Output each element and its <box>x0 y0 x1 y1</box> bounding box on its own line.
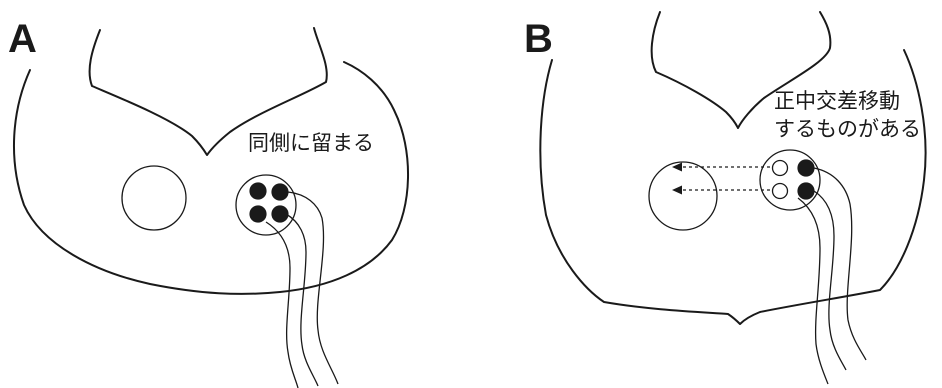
panel-a-neuron-dot <box>250 183 266 199</box>
panel-b-neuron-dot <box>798 183 814 199</box>
panel-b-migrated-neuron-outline <box>773 184 788 199</box>
panel-a: A 同側に留まる <box>8 17 408 388</box>
panel-b-annotation-line1: 正中交差移動 <box>774 89 900 113</box>
panel-b-axon-fiber <box>798 198 828 384</box>
panel-a-neuron-dot <box>250 206 266 222</box>
panel-b: B 正中交差移動 するものがある <box>524 12 926 384</box>
panel-a-axon-fiber <box>266 222 298 388</box>
panel-a-ipsilateral-circle <box>236 175 296 235</box>
panel-a-contralateral-circle <box>122 166 186 230</box>
panel-b-neuron-dot <box>798 160 814 176</box>
panel-a-label: A <box>8 17 37 61</box>
panel-b-ipsilateral-circle <box>760 150 820 210</box>
panel-a-annotation: 同側に留まる <box>248 131 374 155</box>
panel-b-migrated-neuron-outline <box>773 161 788 176</box>
panel-b-annotation-line2: するものがある <box>774 117 921 141</box>
panel-a-neuron-dot <box>272 184 288 200</box>
panel-b-arrowhead <box>672 186 682 195</box>
panel-b-label: B <box>524 17 553 61</box>
panel-a-brain-outline <box>14 62 408 294</box>
panel-a-neuron-dot <box>272 206 288 222</box>
panel-b-contralateral-circle <box>649 162 717 230</box>
panel-a-axon-fiber <box>286 214 318 386</box>
